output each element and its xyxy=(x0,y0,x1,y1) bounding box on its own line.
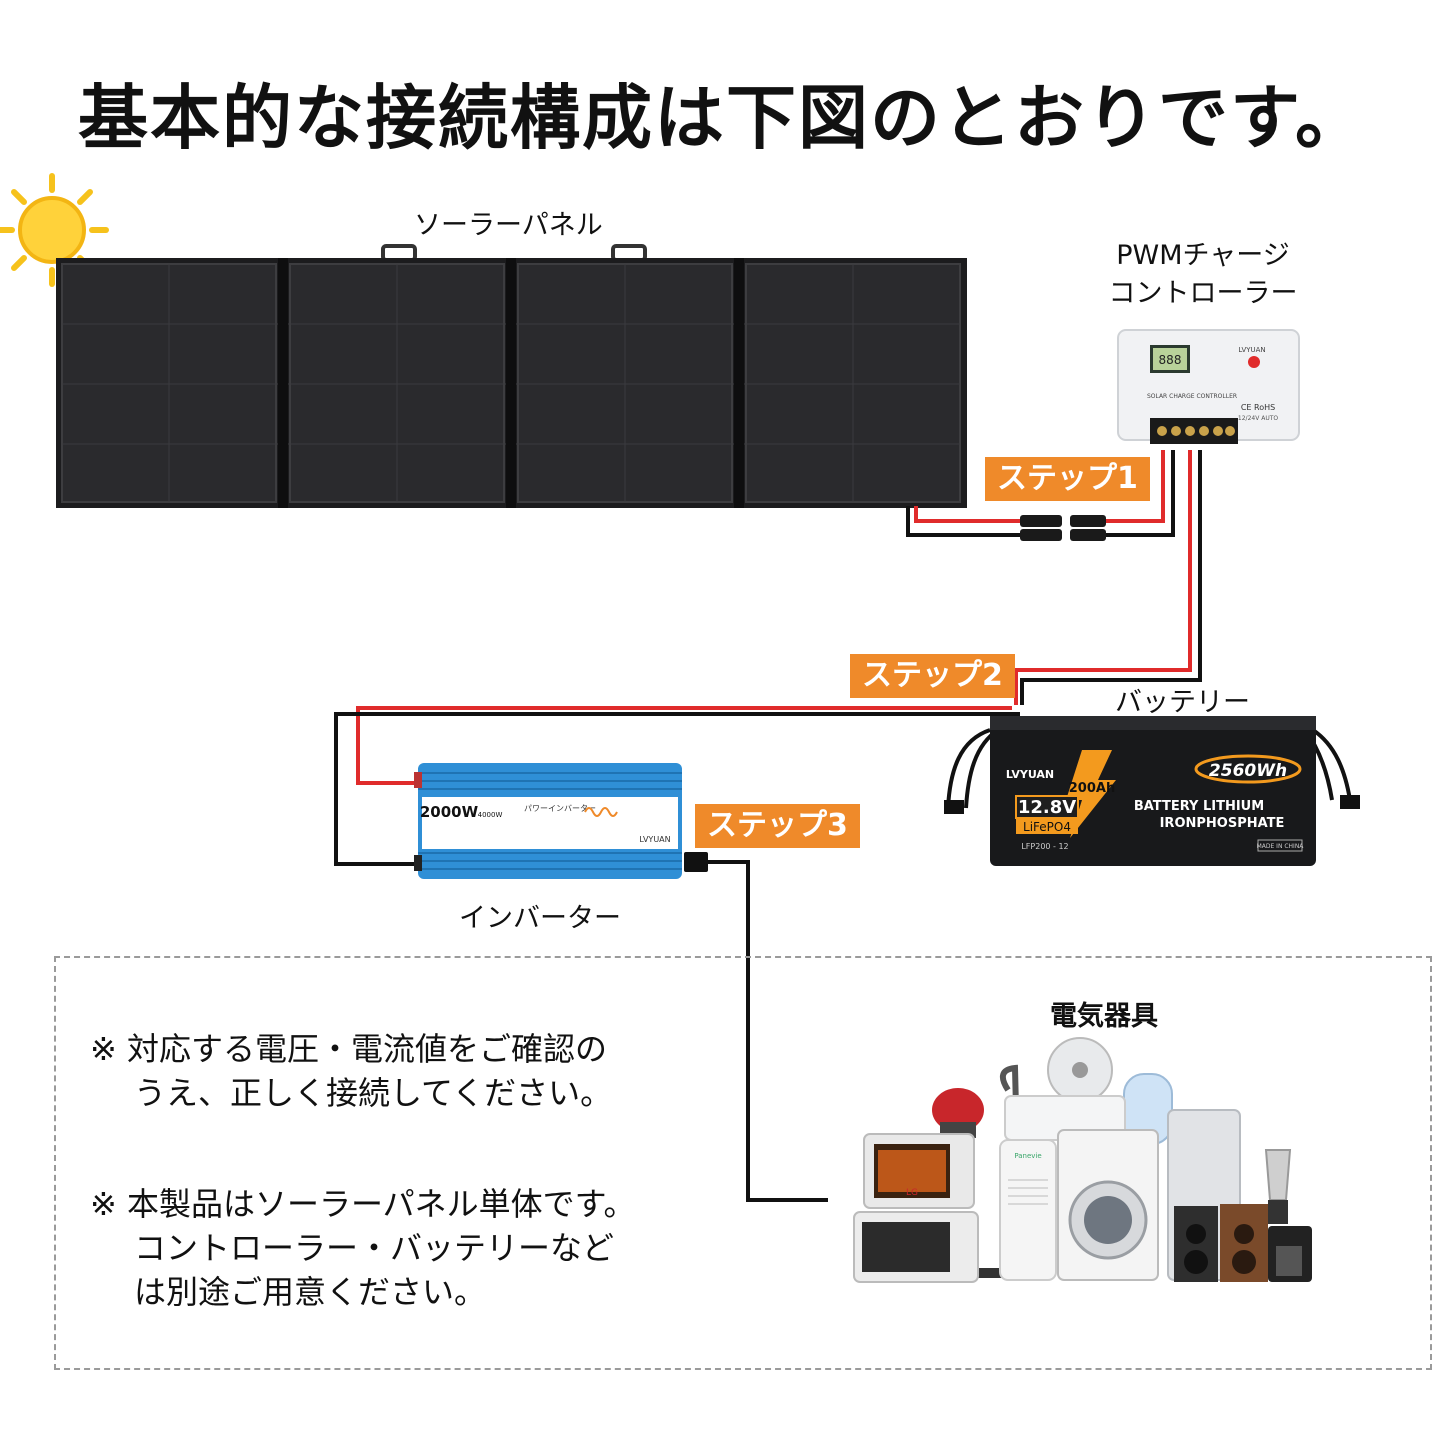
note-voltage: ※ 対応する電圧・電流値をご確認の うえ、正しく接続してください。 xyxy=(90,1027,612,1115)
oven-brand: LG xyxy=(906,1188,918,1198)
washing-machine-icon xyxy=(1057,1129,1159,1281)
battery: LVYUAN 200Ah 2560Wh 12.8V LiFePO4 BATTER… xyxy=(944,716,1360,866)
inverter-wires xyxy=(334,706,1020,866)
note2-line1: ※ 本製品はソーラーパネル単体です。 xyxy=(90,1185,636,1223)
oven-icon: LG xyxy=(863,1133,975,1209)
battery-brand: LVYUAN xyxy=(1006,768,1054,781)
inverter-desc: パワーインバーター xyxy=(524,804,596,813)
inverter-label: インバーター xyxy=(459,903,621,934)
note2-line2: コントローラー・バッテリーなど xyxy=(134,1229,615,1267)
notes-box xyxy=(54,956,1432,1370)
step3-badge: ステップ3 xyxy=(695,804,860,848)
solar-panel xyxy=(56,244,967,508)
battery-voltage: 12.8V xyxy=(1018,797,1076,818)
controller-cert: CE RoHS xyxy=(1241,403,1275,412)
battery-label: バッテリー xyxy=(1115,687,1250,718)
fan-brand: Panevie xyxy=(1014,1152,1041,1160)
controller-brand: LVYUAN xyxy=(1238,346,1265,354)
inverter: 2000W 4000W パワーインバーター LVYUAN xyxy=(414,763,682,879)
note1-line2: うえ、正しく接続してください。 xyxy=(134,1074,613,1112)
controller-model: SOLAR CHARGE CONTROLLER xyxy=(1147,393,1237,400)
battery-type-line2: IRONPHOSPHATE xyxy=(1160,816,1285,831)
appliances-label: 電気器具 xyxy=(1050,1001,1158,1032)
controller-label-line2: コントローラー xyxy=(1108,278,1298,309)
inverter-brand: LVYUAN xyxy=(639,835,670,844)
battery-origin: MADE IN CHINA xyxy=(1257,843,1305,850)
controller-label: PWMチャージ コントローラー xyxy=(1098,237,1308,313)
sun-icon xyxy=(0,173,109,287)
note1-line1: ※ 対応する電圧・電流値をご確認の xyxy=(90,1030,607,1068)
controller-display: 888 xyxy=(1159,353,1182,367)
charge-controller: 888 LVYUAN SOLAR CHARGE CONTROLLER CE Ro… xyxy=(1117,329,1300,444)
tower-fan-icon: Panevie xyxy=(999,1139,1057,1281)
battery-model: LFP200 - 12 xyxy=(1021,842,1068,851)
appliance-wire xyxy=(705,860,828,1202)
step1-badge: ステップ1 xyxy=(985,457,1150,501)
battery-chemistry: LiFePO4 xyxy=(1023,820,1071,834)
battery-energy: 2560Wh xyxy=(1209,761,1287,781)
coffee-maker-icon xyxy=(1268,1226,1312,1282)
note2-line3: は別途ご用意ください。 xyxy=(134,1273,487,1311)
blender-icon xyxy=(1264,1149,1292,1224)
controller-label-line1: PWMチャージ xyxy=(1116,240,1290,271)
page-title: 基本的な接続構成は下図のとおりです。 xyxy=(78,77,1367,159)
microwave-icon xyxy=(853,1211,979,1283)
inverter-peak: 4000W xyxy=(478,811,503,819)
inverter-plug xyxy=(684,852,708,872)
battery-capacity: 200Ah xyxy=(1069,781,1115,796)
solar-panel-label: ソーラーパネル xyxy=(414,210,603,241)
appliances-illustration: LG Panevie xyxy=(853,1037,1312,1283)
battery-wires xyxy=(1014,450,1202,705)
step2-badge: ステップ2 xyxy=(850,654,1015,698)
panel-wires xyxy=(906,450,1175,537)
battery-type-line1: BATTERY LITHIUM xyxy=(1134,799,1264,814)
mc4-connector xyxy=(1020,515,1106,541)
speaker-icon xyxy=(1174,1204,1268,1282)
controller-voltage: 12/24V AUTO xyxy=(1238,415,1278,422)
inverter-power: 2000W xyxy=(420,803,479,821)
note-product-scope: ※ 本製品はソーラーパネル単体です。 コントローラー・バッテリーなど は別途ご用… xyxy=(90,1182,635,1314)
